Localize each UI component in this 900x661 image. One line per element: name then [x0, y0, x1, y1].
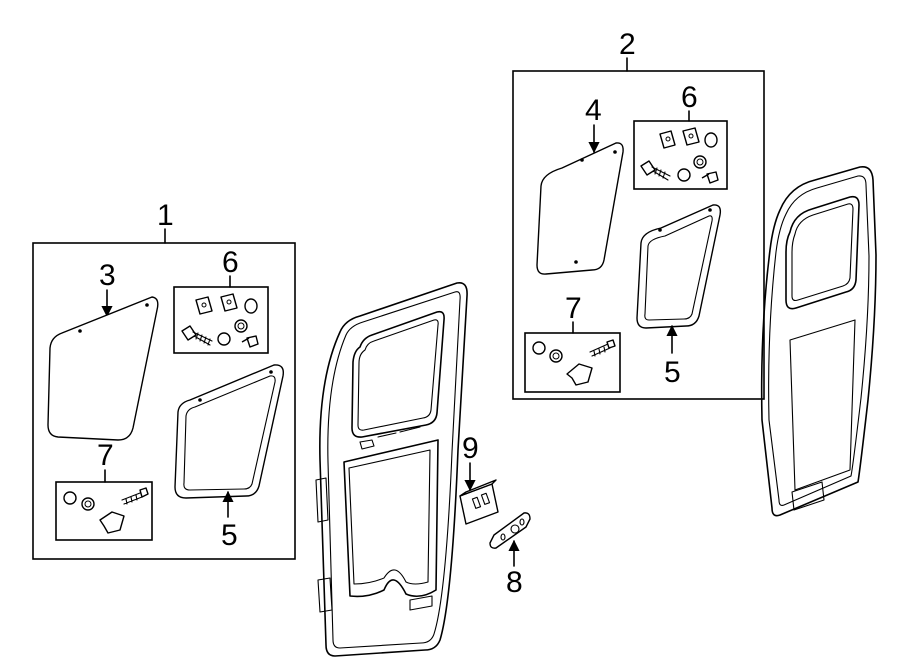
door-window [351, 310, 445, 438]
door-right-outer [760, 165, 877, 517]
rear-door-right [760, 165, 877, 517]
kit-right-group: 2 4 6 5 7 [512, 28, 765, 400]
handle-body [489, 512, 531, 549]
door-right-trim [789, 319, 856, 491]
glass-hole-left-a [78, 329, 82, 333]
glass-panel-right [536, 142, 624, 275]
glass-panel-left [47, 296, 159, 441]
callout-handle: 8 [506, 566, 523, 599]
door-right-window [785, 195, 860, 310]
grommet-icon-2 [234, 319, 248, 333]
latch-group: 9 [459, 432, 499, 525]
clip-nut-icon [195, 293, 238, 315]
door-trim [343, 439, 439, 598]
kit-right-box [512, 70, 765, 400]
bolt-icon [121, 492, 143, 505]
seal-inner-right [644, 215, 713, 321]
seal-outer-right [636, 204, 722, 329]
clip-left-box [55, 481, 153, 541]
callout-clip-right: 7 [565, 292, 582, 325]
hardware-right-box [633, 120, 728, 190]
kit-left-box [32, 242, 296, 560]
seal-outer-left [174, 364, 284, 499]
callout-hardware-left: 6 [222, 246, 239, 279]
retainer-icon [99, 511, 125, 534]
clip-right-box [524, 332, 621, 393]
callout-clip-left: 7 [97, 439, 114, 472]
callout-glass-right: 4 [585, 94, 602, 127]
callout-latch: 9 [462, 432, 479, 465]
hardware-left-box [173, 286, 269, 354]
callout-hardware-right: 6 [681, 81, 698, 114]
door-latch-slot [359, 426, 421, 450]
callout-seal-left: 5 [221, 519, 238, 552]
callout-glass-left: 3 [99, 259, 116, 292]
callout-seal-right: 5 [664, 356, 681, 389]
kit-left-group: 1 3 6 5 [32, 199, 296, 560]
door-outer [319, 281, 468, 657]
grommet-icon [217, 332, 231, 346]
door-hinge-upper [315, 477, 329, 523]
glass-hole-left-b [145, 303, 149, 307]
washer-icon [244, 298, 258, 314]
door-bottom-block [409, 595, 433, 611]
door-right-bottom-block [791, 481, 825, 511]
rear-door-center [315, 281, 468, 657]
cap-icon [241, 335, 259, 348]
seal-inner-left [183, 375, 276, 491]
door-hinge-lower [317, 577, 333, 613]
handle-group: 8 [489, 512, 531, 599]
callout-kit-left: 1 [157, 199, 174, 232]
callout-kit-right: 2 [619, 28, 636, 61]
screw-icon [181, 325, 213, 346]
